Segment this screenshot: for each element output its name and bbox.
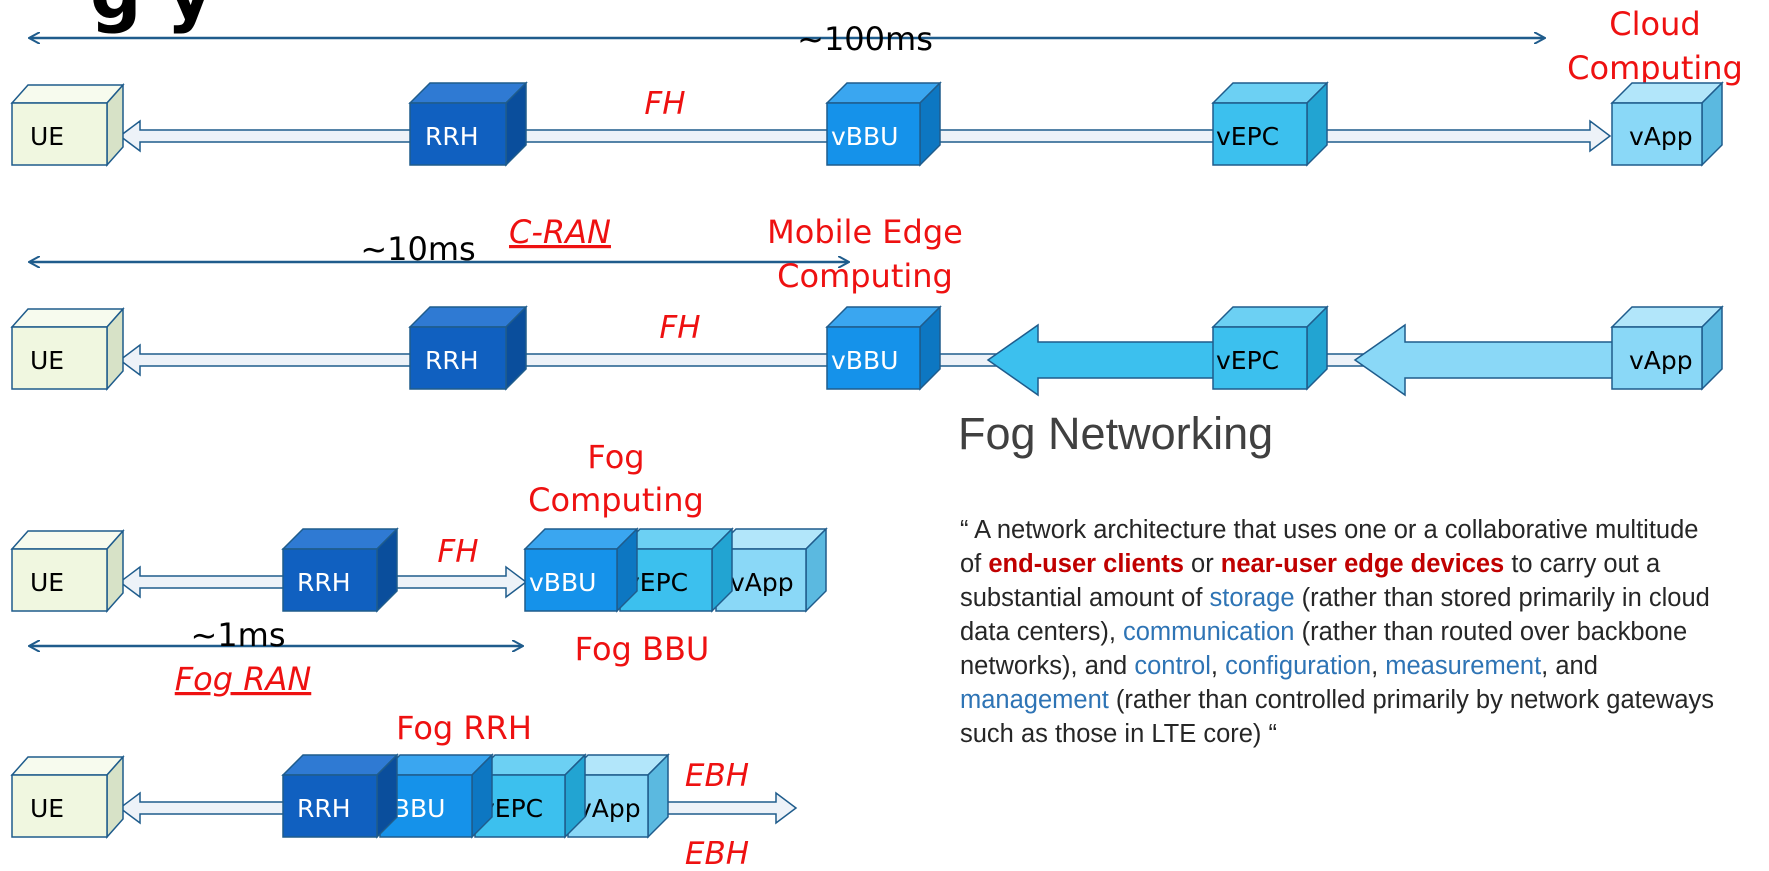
ue-label: UE <box>30 794 64 823</box>
ue-block: UE <box>10 83 125 167</box>
paradigm-label-mec-line2: Computing <box>777 257 953 295</box>
definition-text: or <box>1183 550 1221 578</box>
row-fog-computing: Fog Computing FH UE RRH vApp vEPC <box>10 438 828 698</box>
vepc-label: vEPC <box>1216 122 1279 151</box>
definition-text: “ A network architecture that uses one o… <box>960 516 1699 578</box>
ue-block: UE <box>10 755 125 839</box>
keyword-measurement: measurement <box>1385 652 1542 680</box>
keyword-configuration: configuration <box>1225 652 1372 680</box>
vapp-block: vApp <box>1610 81 1724 167</box>
vapp-label: vApp <box>1629 346 1693 375</box>
definition-text: to carry out a substantial amount of <box>960 550 1661 612</box>
highlight-end-user-clients: end-user clients <box>988 550 1184 578</box>
rrh-label: RRH <box>425 346 479 375</box>
vepc-block: vEPC <box>1211 305 1329 391</box>
definition-text: (rather than stored primarily in cloud d… <box>960 584 1710 646</box>
highlight-near-user-edge-devices: near-user edge devices <box>1220 550 1505 578</box>
fog-ran-label: Fog RAN <box>175 660 312 698</box>
row-fog-rrh: Fog RRH EBH EBH UE vApp vEPC vBBU <box>10 709 798 871</box>
rrh-block: RRH <box>408 305 528 391</box>
keyword-communication: communication <box>1123 618 1295 646</box>
ue-label: UE <box>30 122 64 151</box>
fog-bbu-label: Fog BBU <box>575 630 710 668</box>
vapp-label: vApp <box>577 794 641 823</box>
fh-label: FH <box>644 86 685 122</box>
rrh-block: RRH <box>408 81 528 167</box>
ebh-label-bottom: EBH <box>685 836 749 871</box>
paradigm-label-cloud-line2: Computing <box>1567 49 1743 87</box>
slide-title-fragment: g y <box>90 0 214 35</box>
paradigm-label-fog-line1: Fog <box>587 438 644 476</box>
vepc-block: vEPC <box>1211 81 1329 167</box>
ue-label: UE <box>30 568 64 597</box>
ue-block: UE <box>10 529 125 613</box>
large-arrow-vapp-to-vepc <box>1353 323 1623 397</box>
latency-label-10ms: ~10ms <box>360 230 475 268</box>
row-mobile-edge-computing: ~10ms C-RAN Mobile Edge Computing FH UE … <box>10 213 1724 397</box>
ue-block: UE <box>10 307 125 391</box>
latency-label-1ms: ~1ms <box>190 616 285 654</box>
vapp-block: vApp <box>714 527 828 613</box>
fh-label: FH <box>659 310 700 346</box>
keyword-management: management <box>960 686 1109 714</box>
rrh-label: RRH <box>297 568 351 597</box>
vbbu-block: vBBU <box>825 81 942 167</box>
ue-label: UE <box>30 346 64 375</box>
keyword-storage: storage <box>1209 584 1295 612</box>
vbbu-label: vBBU <box>831 122 898 151</box>
c-ran-label: C-RAN <box>509 213 611 251</box>
fog-rrh-label: Fog RRH <box>396 709 532 747</box>
fh-label: FH <box>437 534 478 570</box>
fog-networking-heading: Fog Networking <box>958 408 1273 459</box>
vapp-block: vApp <box>1610 305 1724 391</box>
vapp-label: vApp <box>1629 122 1693 151</box>
paradigm-label-mec-line1: Mobile Edge <box>767 213 963 251</box>
definition-text: (rather than controlled primarily by net… <box>960 686 1715 748</box>
paradigm-label-cloud-line1: Cloud <box>1609 5 1700 43</box>
latency-label-100ms: ~100ms <box>797 20 933 58</box>
definition-text: , <box>1371 652 1386 680</box>
rrh-label: RRH <box>425 122 479 151</box>
rrh-block: RRH <box>281 753 399 839</box>
vbbu-block: vBBU <box>523 527 639 613</box>
rrh-block: RRH <box>281 527 399 613</box>
fog-networking-definition: “ A network architecture that uses one o… <box>960 513 1720 751</box>
paradigm-label-fog-line2: Computing <box>528 481 704 519</box>
definition-text: (rather than routed over backbone networ… <box>960 618 1688 680</box>
keyword-control: control <box>1134 652 1211 680</box>
vapp-label: vApp <box>730 568 794 597</box>
vbbu-block: vBBU <box>825 305 942 391</box>
vbbu-label: vBBU <box>529 568 596 597</box>
definition-text: , and <box>1541 652 1598 680</box>
row-cloud-computing: ~100ms Cloud Computing FH UE RRH vBBU <box>10 5 1743 167</box>
vbbu-label: vBBU <box>831 346 898 375</box>
ebh-label-top: EBH <box>685 758 749 794</box>
definition-text: , <box>1210 652 1226 680</box>
large-arrow-vepc-to-vbbu <box>986 323 1241 397</box>
vepc-label: vEPC <box>1216 346 1279 375</box>
rrh-label: RRH <box>297 794 351 823</box>
